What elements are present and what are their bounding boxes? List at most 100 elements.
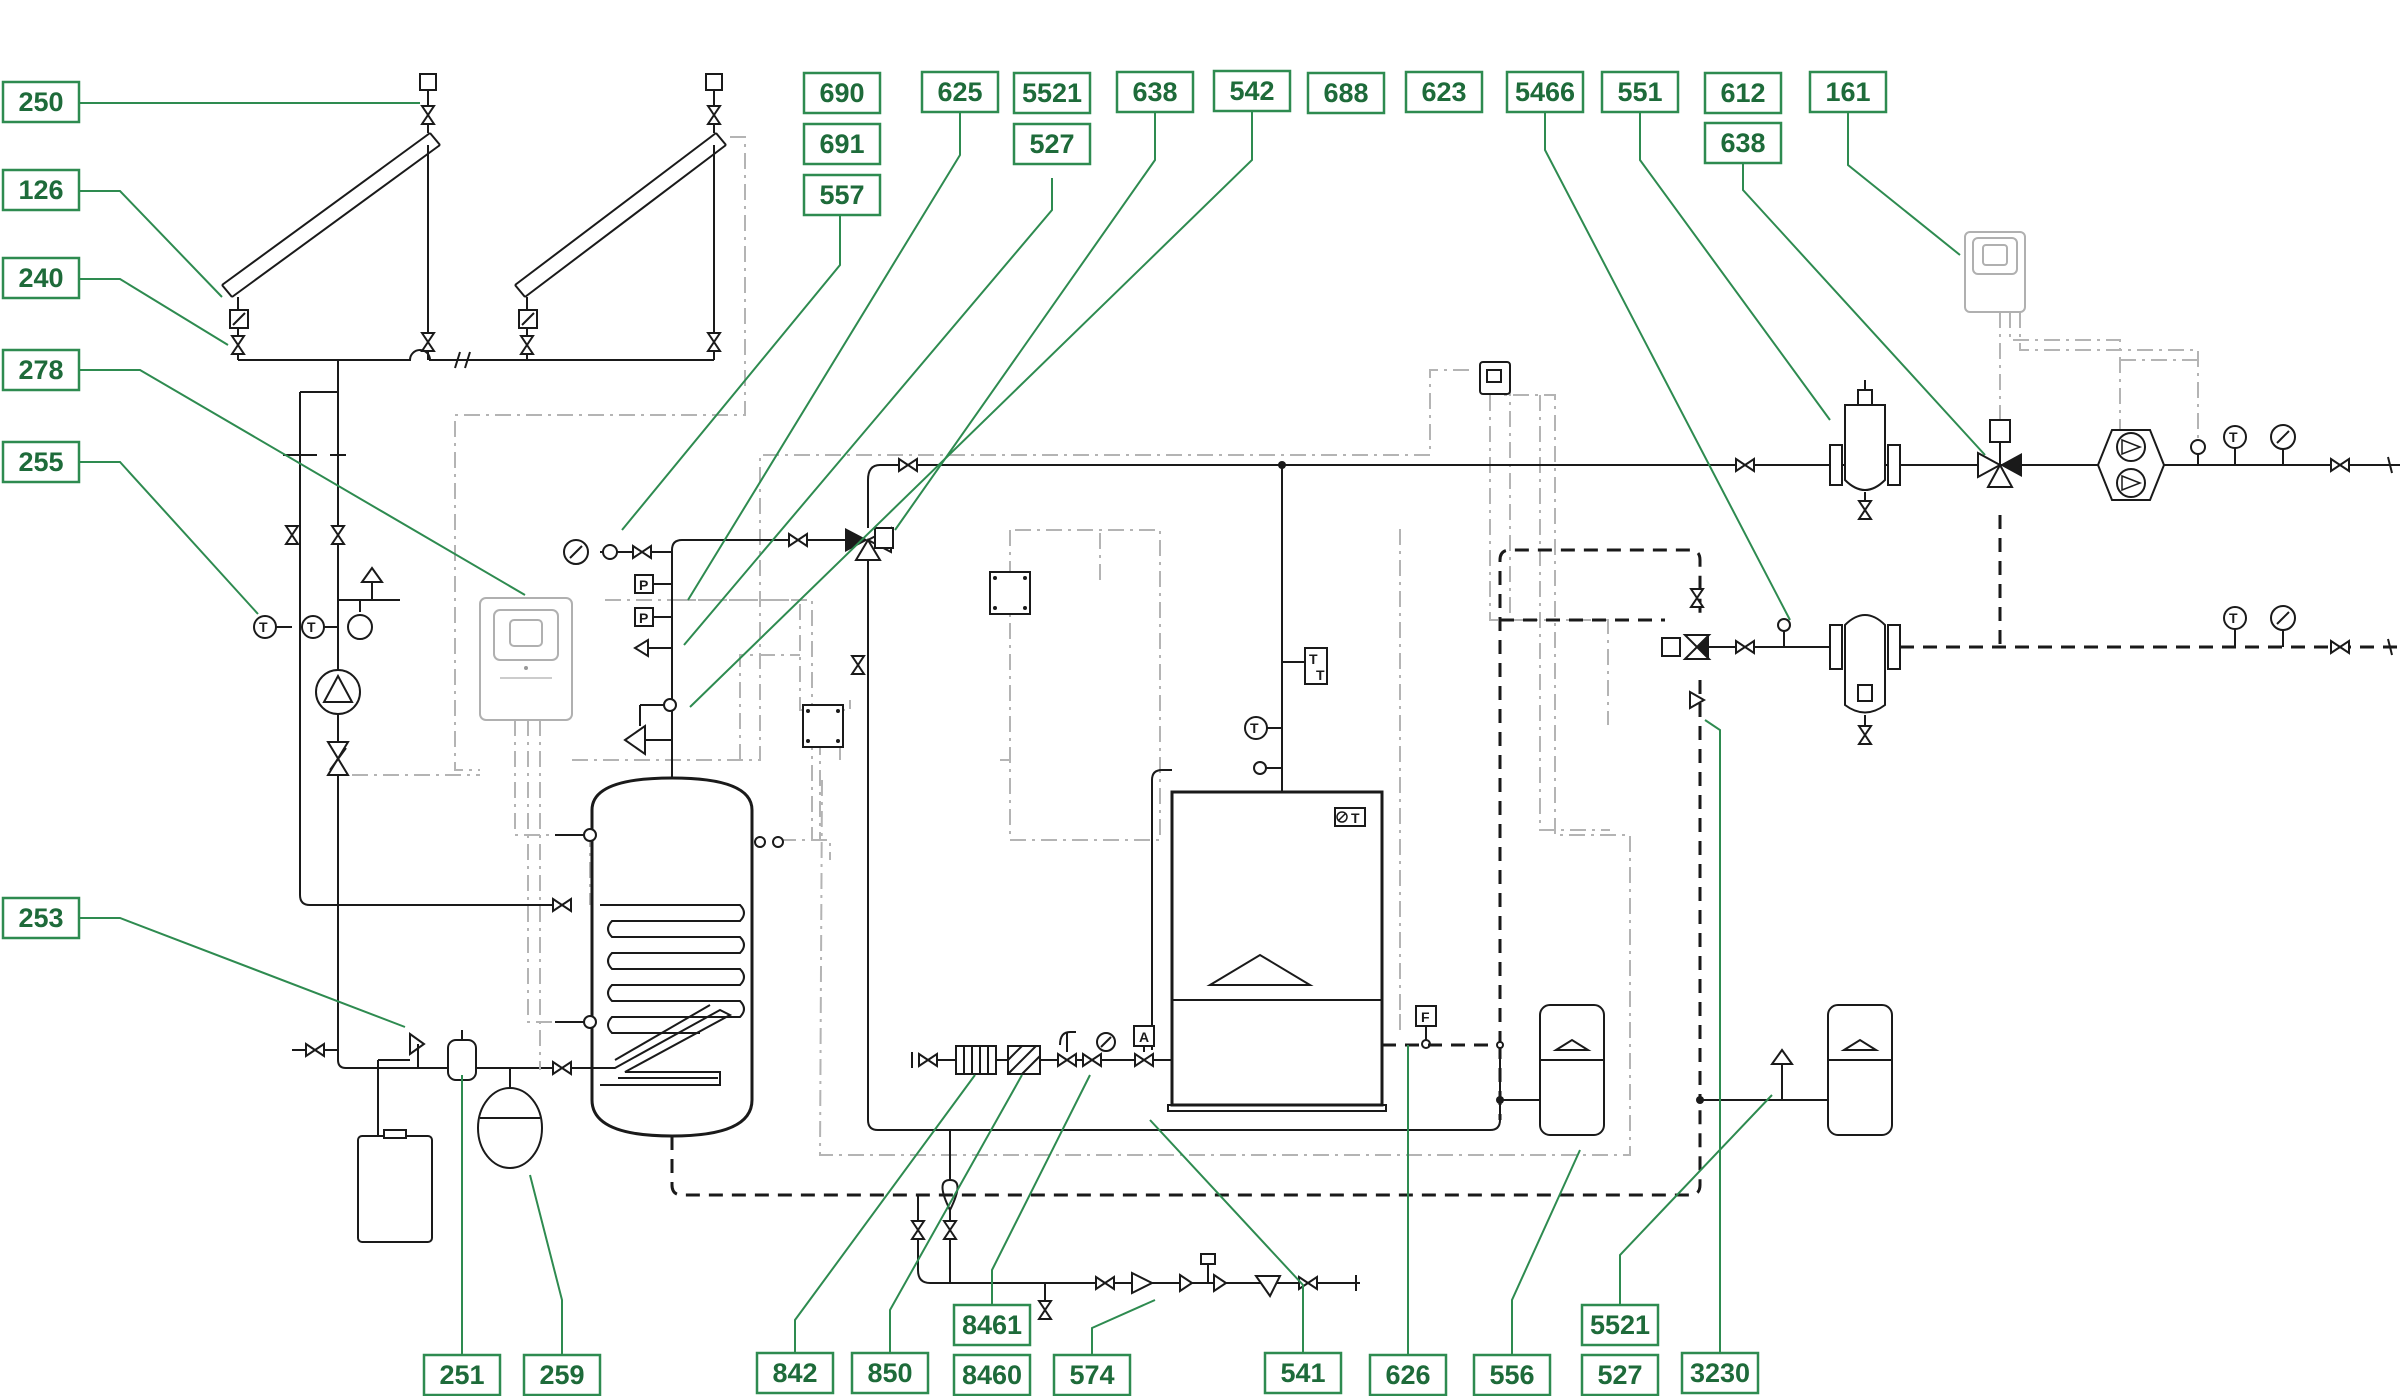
svg-text:527: 527	[1597, 1360, 1642, 1390]
callout-612: 612	[1703, 71, 1783, 115]
valve-icon[interactable]	[1134, 1053, 1154, 1067]
callout-574: 574	[1052, 1353, 1132, 1396]
callout-253: 253	[1, 896, 81, 940]
solar-collector-icon	[514, 132, 727, 298]
actuator-letter: A	[1139, 1029, 1149, 1045]
solar-controller[interactable]	[479, 597, 573, 721]
svg-text:8460: 8460	[962, 1360, 1022, 1390]
temperature-letter: T	[259, 619, 268, 635]
callout-551: 551	[1600, 70, 1680, 114]
boiler-coil	[600, 1004, 733, 1086]
callout-557: 557	[802, 173, 882, 217]
air-vent-icon	[419, 73, 437, 91]
safety-valve-icon	[360, 566, 384, 583]
svg-text:551: 551	[1617, 77, 1662, 107]
flow-letter: F	[1421, 1009, 1430, 1025]
valve-icon[interactable]	[911, 1220, 925, 1240]
svg-text:638: 638	[1720, 128, 1765, 158]
svg-text:541: 541	[1280, 1358, 1325, 1388]
callout-250: 250	[1, 80, 81, 124]
twin-pump[interactable]	[2096, 429, 2166, 501]
heating-return-line: T	[1498, 548, 2400, 1100]
callout-5521b: 5521	[1580, 1303, 1660, 1347]
expansion-vessel-icon	[477, 1087, 543, 1169]
check-valve-icon	[1131, 1271, 1155, 1295]
valve-icon[interactable]	[1095, 1276, 1115, 1290]
temperature-letter: T	[1351, 810, 1360, 826]
valve-icon[interactable]	[707, 332, 721, 352]
svg-text:251: 251	[439, 1360, 484, 1390]
backflow-preventer[interactable]	[1179, 1253, 1228, 1293]
valve-icon[interactable]	[632, 545, 652, 559]
three-way-valve-heating[interactable]	[1977, 419, 2022, 488]
valve-icon[interactable]	[1735, 458, 1755, 472]
callout-638b: 638	[1703, 121, 1783, 165]
valve-icon[interactable]	[898, 458, 918, 472]
callout-527b: 527	[1580, 1353, 1660, 1396]
valve-icon[interactable]	[1038, 1300, 1052, 1320]
valve-icon[interactable]	[943, 1220, 957, 1240]
temperature-letter: T	[2229, 610, 2238, 626]
valve-icon[interactable]	[552, 898, 572, 912]
callout-626: 626	[1368, 1353, 1448, 1396]
svg-text:126: 126	[18, 175, 63, 205]
valve-icon[interactable]	[1082, 1053, 1102, 1067]
valve-icon[interactable]	[421, 332, 435, 352]
svg-text:527: 527	[1029, 129, 1074, 159]
valve-icon[interactable]	[552, 1061, 572, 1075]
svg-text:161: 161	[1825, 77, 1870, 107]
svg-text:5466: 5466	[1515, 77, 1575, 107]
svg-text:850: 850	[867, 1358, 912, 1388]
valve-icon[interactable]	[285, 525, 299, 545]
solar-expansion-group	[292, 1030, 543, 1243]
expansion-vessel-icon	[1539, 1004, 1605, 1136]
hydraulic-separator[interactable]	[1829, 614, 1901, 745]
callout-842: 842	[755, 1351, 835, 1395]
valve-icon[interactable]	[2330, 640, 2350, 654]
valve-icon[interactable]	[788, 533, 808, 547]
callout-690: 690	[802, 71, 882, 115]
pressure-letter: P	[639, 610, 648, 626]
callout-161: 161	[1808, 70, 1888, 114]
manometer-icon	[347, 614, 373, 640]
svg-text:259: 259	[539, 1360, 584, 1390]
dhw-outlet-group: P P	[563, 533, 845, 778]
solar-collector-2	[514, 73, 727, 360]
valve-icon[interactable]	[331, 525, 345, 545]
valve-icon[interactable]	[305, 1043, 325, 1057]
valve-icon[interactable]	[1735, 640, 1755, 654]
callout-259: 259	[522, 1353, 602, 1396]
flow-regulator[interactable]	[326, 741, 350, 776]
valve-icon[interactable]	[520, 335, 534, 355]
safety-valve-icon	[1770, 1048, 1794, 1065]
temperature-letter: T	[1316, 667, 1325, 683]
valve-icon[interactable]	[421, 105, 435, 125]
callout-623: 623	[1404, 70, 1484, 114]
svg-text:574: 574	[1069, 1360, 1114, 1390]
valve-icon[interactable]	[1057, 1053, 1077, 1067]
flexible-connector	[955, 1045, 997, 1075]
valve-icon[interactable]	[231, 335, 245, 355]
svg-text:626: 626	[1385, 1360, 1430, 1390]
valve-icon[interactable]	[1690, 588, 1704, 608]
dirt-separator-flow[interactable]	[1829, 380, 1901, 520]
three-way-valve-return[interactable]	[1661, 634, 1712, 660]
svg-text:612: 612	[1720, 78, 1765, 108]
callout-542: 542	[1212, 69, 1292, 113]
callout-688: 688	[1306, 71, 1386, 115]
svg-text:557: 557	[819, 180, 864, 210]
control-wiring	[352, 136, 2200, 1156]
expansion-vessel-icon	[1827, 1004, 1893, 1136]
collection-container	[357, 1135, 433, 1243]
check-valve-icon	[1689, 690, 1707, 710]
svg-text:688: 688	[1323, 78, 1368, 108]
pressure-letter: P	[639, 577, 648, 593]
valve-icon[interactable]	[707, 105, 721, 125]
svg-text:556: 556	[1489, 1360, 1534, 1390]
valve-icon[interactable]	[918, 1053, 938, 1067]
heating-controller[interactable]	[1964, 231, 2026, 313]
valve-icon[interactable]	[2330, 458, 2350, 472]
svg-text:3230: 3230	[1690, 1358, 1750, 1388]
valve-icon[interactable]	[851, 655, 865, 675]
svg-text:5521: 5521	[1590, 1310, 1650, 1340]
